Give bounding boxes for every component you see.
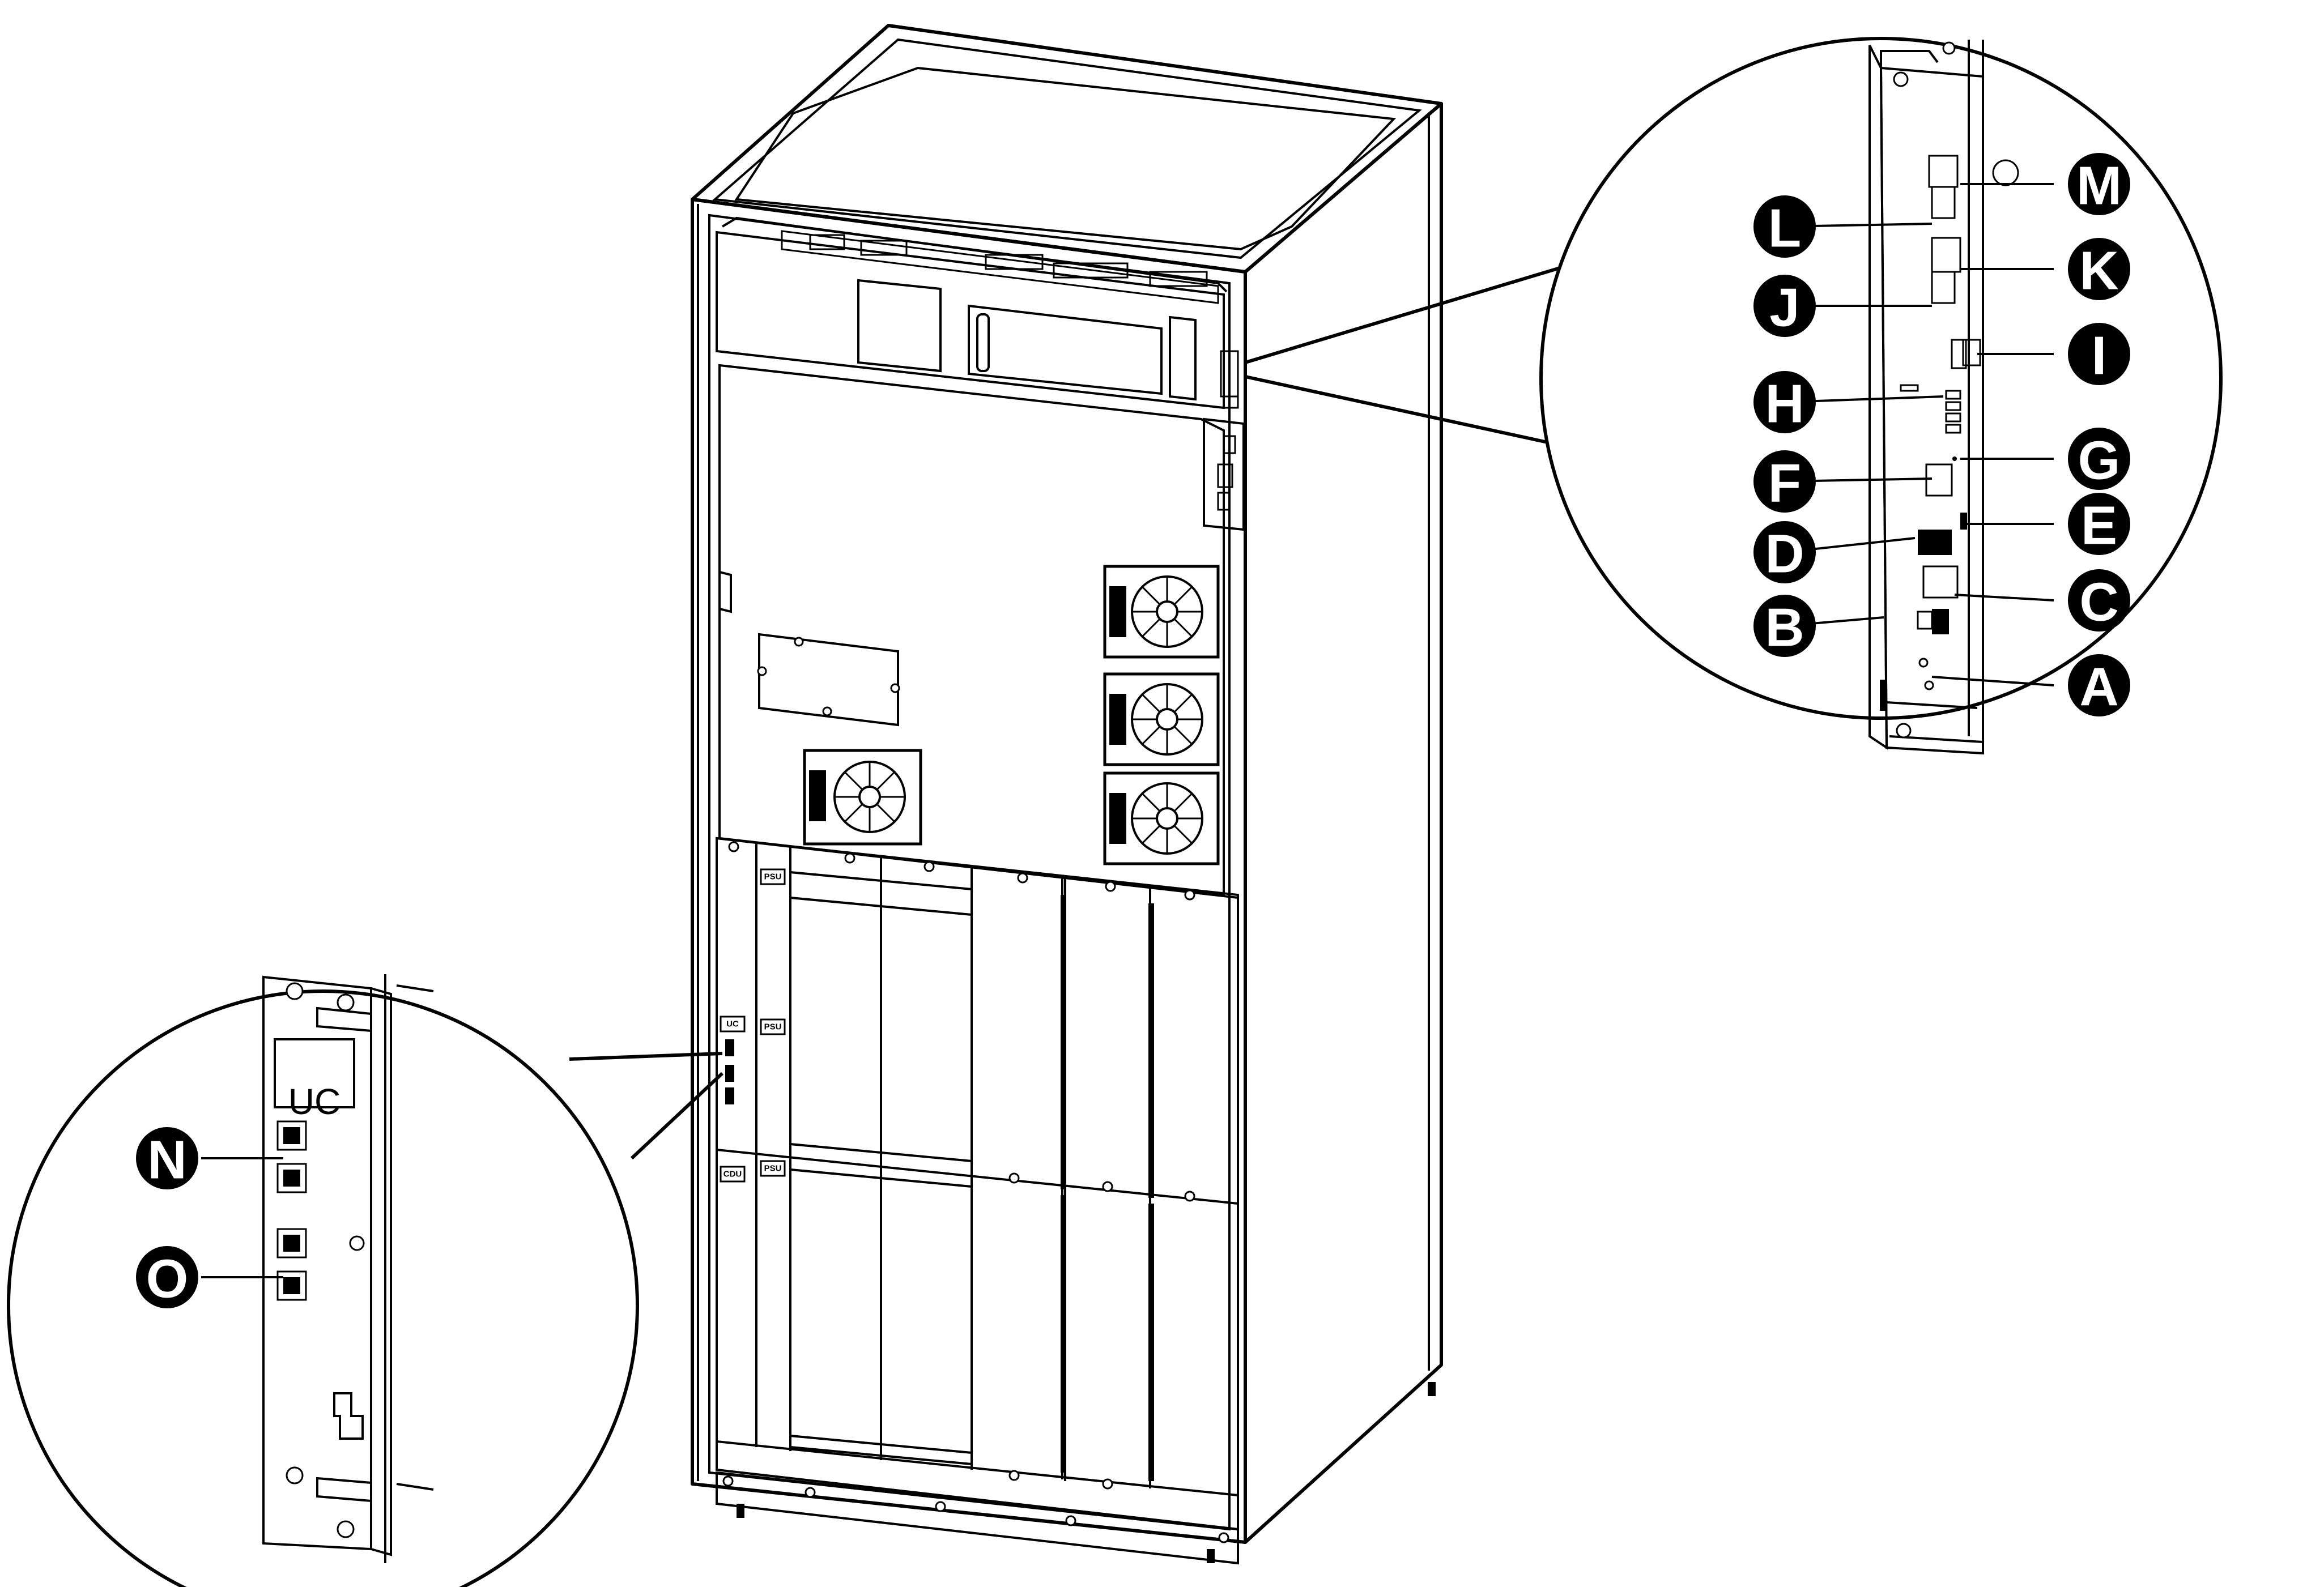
svg-text:C: C xyxy=(2079,572,2118,633)
svg-text:O: O xyxy=(146,1249,189,1309)
svg-text:M: M xyxy=(2076,156,2122,216)
detail-magnifier-top: M K I G E C A L J H F D B xyxy=(1245,37,2223,755)
callout-l: L xyxy=(1753,195,1816,259)
leader-line xyxy=(1245,262,1576,364)
svg-text:K: K xyxy=(2079,241,2118,301)
callout-f: F xyxy=(1753,450,1816,514)
callout-i: I xyxy=(2068,323,2130,386)
svg-text:A: A xyxy=(2079,657,2118,718)
callout-n: N xyxy=(136,1127,198,1191)
leader-line xyxy=(630,1072,724,1160)
small-controller-module xyxy=(1203,350,1245,531)
callout-c: C xyxy=(2068,569,2130,633)
module-label-psu: PSU xyxy=(764,872,782,882)
detail-circle xyxy=(1539,37,2223,720)
svg-text:H: H xyxy=(1765,374,1804,434)
svg-text:L: L xyxy=(1768,198,1802,259)
svg-text:I: I xyxy=(2092,326,2107,386)
fan xyxy=(1103,771,1220,865)
svg-text:E: E xyxy=(2081,496,2117,556)
callout-a: A xyxy=(2068,654,2130,718)
leader-line xyxy=(1245,375,1559,446)
module-label-cdu: CDU xyxy=(723,1170,742,1179)
callout-m: M xyxy=(2068,153,2130,216)
leader-line xyxy=(569,1052,723,1061)
module-bay: PSU PSU PSU UC CDU xyxy=(716,837,1239,1531)
svg-text:F: F xyxy=(1768,453,1802,514)
callout-g: G xyxy=(2068,428,2130,491)
svg-text:N: N xyxy=(147,1130,186,1191)
callout-d: D xyxy=(1753,521,1816,585)
callout-k: K xyxy=(2068,238,2130,301)
cabinet-base xyxy=(716,1382,1436,1565)
svg-text:J: J xyxy=(1769,278,1799,338)
mid-panel xyxy=(718,364,1225,897)
fan xyxy=(803,749,922,846)
fan xyxy=(1103,565,1220,659)
callout-h: H xyxy=(1753,371,1816,434)
callout-o: O xyxy=(136,1246,198,1309)
svg-text:D: D xyxy=(1765,524,1804,585)
callout-e: E xyxy=(2068,493,2130,556)
cover-plate xyxy=(758,633,899,727)
uc-panel-label: UC xyxy=(288,1081,340,1122)
module-label-psu: PSU xyxy=(764,1164,782,1174)
svg-text:G: G xyxy=(2078,430,2121,491)
cabinet-side-panel xyxy=(1244,102,1443,1544)
svg-text:B: B xyxy=(1765,598,1804,658)
module-label-psu: PSU xyxy=(764,1022,782,1032)
fan-units xyxy=(803,565,1220,865)
module-label-uc: UC xyxy=(726,1019,739,1029)
callout-b: B xyxy=(1753,595,1816,658)
callout-j: J xyxy=(1753,275,1816,338)
detail-magnifier-bottom: UC N O xyxy=(7,974,724,1587)
cabinet: PSU PSU PSU UC CDU xyxy=(691,24,1443,1565)
fan xyxy=(1103,672,1220,766)
